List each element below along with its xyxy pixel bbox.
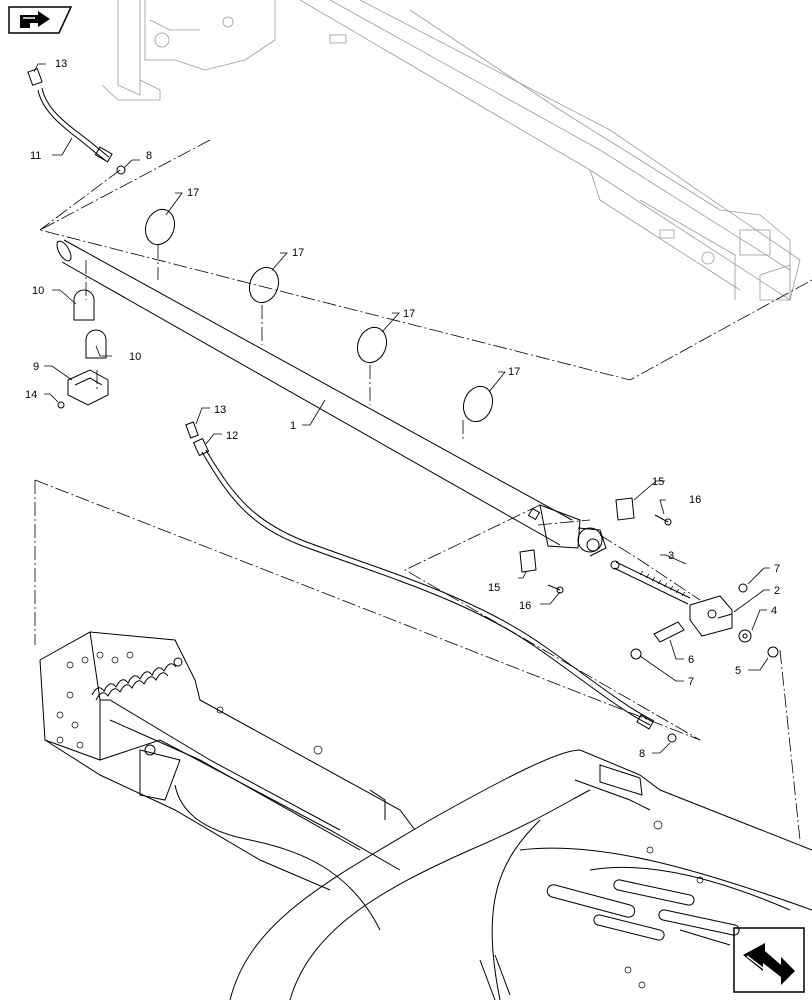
- callout-6: 6: [688, 654, 694, 666]
- mounting-bracket: [67, 369, 109, 406]
- callout-labels: 13 11 8 17 17 17 17 10 10 9 14 1 13 12 1…: [25, 58, 780, 760]
- callout-4: 4: [771, 605, 777, 617]
- callout-10: 10: [32, 285, 44, 297]
- spacer-block: [615, 497, 635, 521]
- next-page-button[interactable]: [733, 927, 805, 993]
- callout-17: 17: [187, 187, 199, 199]
- background-frame: [101, 0, 801, 301]
- hose-fitting: [185, 421, 199, 439]
- cap-screw: [654, 514, 669, 523]
- mounting-bracket-set: [57, 289, 109, 409]
- u-clip: [73, 289, 95, 321]
- spacer-block: [519, 549, 537, 573]
- hydraulic-hoses: [27, 68, 677, 743]
- callout-8: 8: [146, 150, 152, 162]
- callout-17: 17: [508, 366, 520, 378]
- callout-15: 15: [488, 582, 500, 594]
- prev-page-arrow-icon: [8, 6, 73, 34]
- hose-fitting: [192, 437, 210, 457]
- snap-ring: [738, 583, 748, 593]
- rod-end-hardware: [519, 497, 779, 660]
- callout-leaders: [33, 63, 770, 754]
- cylinder-tube: [56, 239, 607, 557]
- callout-15: 15: [652, 476, 664, 488]
- callout-9: 9: [33, 361, 39, 373]
- phantom-reference-lines: [34, 139, 812, 841]
- callout-17: 17: [292, 247, 304, 259]
- clevis: [689, 595, 733, 637]
- callout-17: 17: [403, 308, 415, 320]
- snap-ring: [630, 648, 642, 660]
- tension-spring: [91, 657, 183, 701]
- callout-13: 13: [214, 404, 226, 416]
- bracket-screw: [57, 401, 65, 409]
- hose-fitting: [27, 68, 43, 86]
- hose-nut: [116, 165, 126, 175]
- cap-screw: [547, 584, 561, 591]
- callout-3: 3: [668, 550, 674, 562]
- hex-nut: [767, 646, 779, 658]
- housing-slots: [479, 879, 740, 1000]
- callout-12: 12: [226, 430, 238, 442]
- callout-14: 14: [25, 389, 37, 401]
- callout-16: 16: [519, 600, 531, 612]
- hose-fitting: [94, 146, 113, 163]
- clamp-band: [248, 266, 280, 304]
- washer: [738, 629, 752, 643]
- callout-16: 16: [689, 494, 701, 506]
- hose-nut: [667, 733, 677, 743]
- callout-8: 8: [639, 748, 645, 760]
- next-page-arrow-icon: [733, 927, 805, 993]
- callout-10: 10: [129, 351, 141, 363]
- clamp-bands: [144, 208, 494, 423]
- frame-bolt-pattern: [56, 651, 134, 749]
- callout-5: 5: [735, 665, 741, 677]
- clevis-pin: [653, 621, 685, 643]
- callout-7: 7: [688, 676, 694, 688]
- prev-page-button[interactable]: [6, 6, 74, 34]
- lower-frame-assembly: [39, 631, 416, 931]
- clamp-band: [356, 326, 388, 364]
- callout-11: 11: [30, 150, 41, 162]
- u-clip: [85, 329, 107, 359]
- clamp-band: [462, 385, 494, 423]
- hose-fitting: [636, 714, 654, 730]
- callout-7: 7: [774, 563, 780, 575]
- clamp-band: [144, 208, 176, 246]
- callout-2: 2: [774, 585, 780, 597]
- callout-1: 1: [290, 420, 296, 432]
- lower-housing: [229, 749, 812, 1000]
- callout-13: 13: [55, 58, 67, 70]
